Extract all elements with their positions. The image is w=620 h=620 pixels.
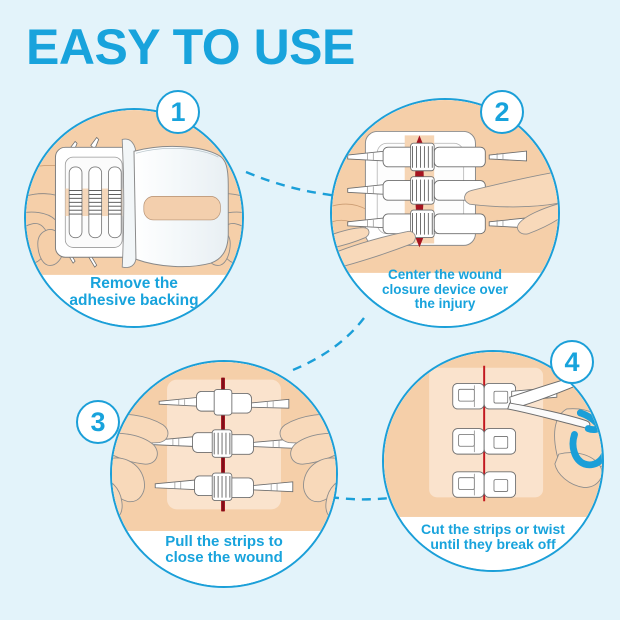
step-panel-4: Cut the strips or twist until they break…: [382, 350, 604, 572]
step-1-badge: 1: [156, 90, 200, 134]
step-2-badge: 2: [480, 90, 524, 134]
connector-step3-step4: [329, 495, 391, 501]
step-4-caption: Cut the strips or twist until they break…: [421, 521, 565, 553]
step-4-badge: 4: [550, 340, 594, 384]
step-panel-3: Pull the strips to close the wound: [110, 360, 338, 588]
step-3-caption: Pull the strips to close the wound: [165, 533, 283, 567]
step-3-badge: 3: [76, 400, 120, 444]
hands-pulling-strips-illustration: [112, 362, 336, 586]
step-panel-1: Remove the adhesive backing: [24, 108, 244, 328]
scissors-cutting-strips-illustration: [384, 352, 602, 570]
step-panel-2: Center the wound closure device over the…: [330, 98, 560, 328]
hands-peeling-adhesive-backing-illustration: [26, 110, 242, 326]
connector-step1-step2: [245, 170, 339, 198]
step-2-caption: Center the wound closure device over the…: [381, 267, 509, 312]
device-centered-over-wound-illustration: [332, 100, 558, 326]
step-1-caption: Remove the adhesive backing: [69, 275, 199, 309]
page-title: EASY TO USE: [26, 19, 355, 75]
